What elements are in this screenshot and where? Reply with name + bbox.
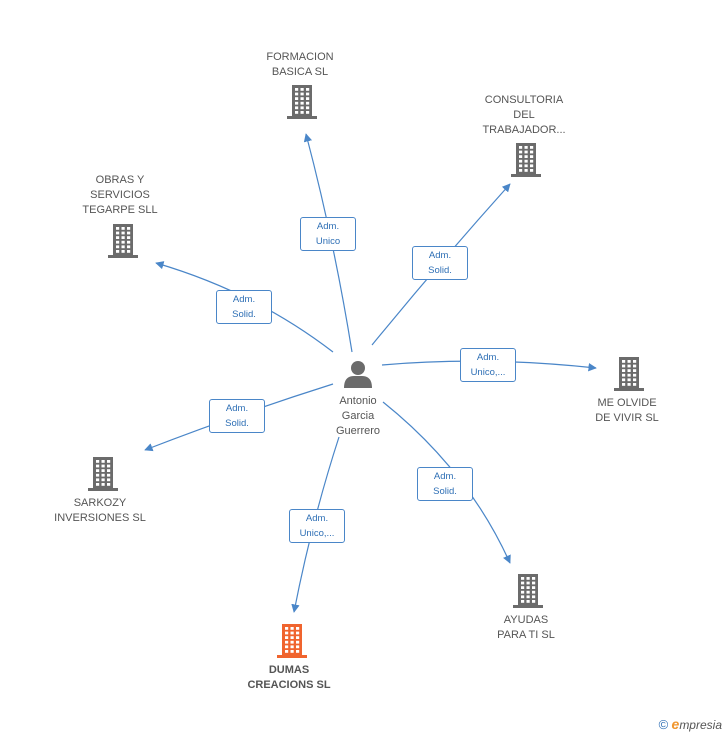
company-label-sarkozy-line: INVERSIONES SL	[54, 512, 146, 524]
company-label-consultoria-line: CONSULTORIA	[484, 94, 564, 106]
company-label-dumas[interactable]: DUMAS CREACIONS SL	[224, 663, 354, 693]
role-badge-sarkozy[interactable]: Adm. Solid.	[209, 399, 265, 433]
role-badge-meolvide[interactable]: Adm. Unico,...	[460, 348, 516, 382]
building-icon-sarkozy[interactable]	[88, 457, 118, 491]
role-badge-line: Adm.	[232, 294, 256, 305]
company-label-formacion[interactable]: FORMACION BASICA SL	[235, 50, 365, 80]
company-label-meolvide-line: DE VIVIR SL	[595, 412, 659, 424]
person-icon[interactable]	[344, 361, 372, 388]
brand-logo-text: mpresia	[679, 718, 722, 732]
company-label-obras[interactable]: OBRAS Y SERVICIOS TEGARPE SLL	[55, 173, 185, 218]
role-badge-line: Adm.	[428, 250, 452, 261]
company-label-obras-line: TEGARPE SLL	[82, 204, 158, 216]
role-badge-line: Unico,...	[470, 367, 506, 378]
icons-layer	[88, 85, 644, 658]
role-badge-line: Unico	[315, 236, 341, 247]
company-label-formacion-line: FORMACION	[266, 51, 334, 63]
building-icon-meolvide[interactable]	[614, 357, 644, 391]
company-label-ayudas-line: PARA TI SL	[497, 629, 555, 641]
role-badge-line: Solid.	[225, 418, 249, 429]
company-label-obras-line: OBRAS Y	[95, 174, 145, 186]
company-label-formacion-line: BASICA SL	[271, 66, 329, 78]
building-icon-obras[interactable]	[108, 224, 138, 258]
company-label-dumas-line: CREACIONS SL	[247, 679, 331, 691]
person-label-line: Antonio	[339, 395, 377, 407]
person-label-line: Garcia	[341, 410, 375, 422]
company-label-ayudas-line: AYUDAS	[503, 614, 549, 626]
role-badge-ayudas[interactable]: Adm. Solid.	[417, 467, 473, 501]
copyright-symbol: ©	[658, 717, 669, 732]
company-label-meolvide[interactable]: ME OLVIDE DE VIVIR SL	[562, 396, 692, 426]
company-label-ayudas[interactable]: AYUDAS PARA TI SL	[461, 613, 591, 643]
role-badge-line: Adm.	[476, 352, 500, 363]
company-label-obras-line: SERVICIOS	[90, 189, 150, 201]
company-label-consultoria[interactable]: CONSULTORIA DEL TRABAJADOR...	[459, 93, 589, 138]
company-label-consultoria-line: TRABAJADOR...	[482, 124, 566, 136]
edges-layer	[144, 133, 597, 613]
role-badge-line: Adm.	[225, 403, 249, 414]
role-badge-line: Unico,...	[299, 528, 335, 539]
brand-logo-e: e	[671, 716, 680, 732]
company-label-consultoria-line: DEL	[513, 109, 535, 121]
role-badge-obras[interactable]: Adm. Solid.	[216, 290, 272, 324]
role-badge-line: Solid.	[428, 265, 452, 276]
role-badge-line: Adm.	[433, 471, 457, 482]
building-icon-consultoria[interactable]	[511, 143, 541, 177]
role-badge-line: Adm.	[316, 221, 340, 232]
role-badge-formacion[interactable]: Adm. Unico	[300, 217, 356, 251]
building-icon-ayudas[interactable]	[513, 574, 543, 608]
person-label-line: Guerrero	[335, 425, 381, 437]
company-label-meolvide-line: ME OLVIDE	[597, 397, 657, 409]
role-badge-consultoria[interactable]: Adm. Solid.	[412, 246, 468, 280]
company-label-dumas-line: DUMAS	[268, 664, 310, 676]
role-badge-line: Solid.	[433, 486, 457, 497]
empresia-watermark[interactable]: © empresia	[659, 716, 722, 732]
company-label-sarkozy-line: SARKOZY	[73, 497, 127, 509]
role-badge-dumas[interactable]: Adm. Unico,...	[289, 509, 345, 543]
company-label-sarkozy[interactable]: SARKOZY INVERSIONES SL	[35, 496, 165, 526]
role-badge-line: Solid.	[232, 309, 256, 320]
building-icon-formacion[interactable]	[287, 85, 317, 119]
building-icon-dumas[interactable]	[277, 624, 307, 658]
role-badge-line: Adm.	[305, 513, 329, 524]
